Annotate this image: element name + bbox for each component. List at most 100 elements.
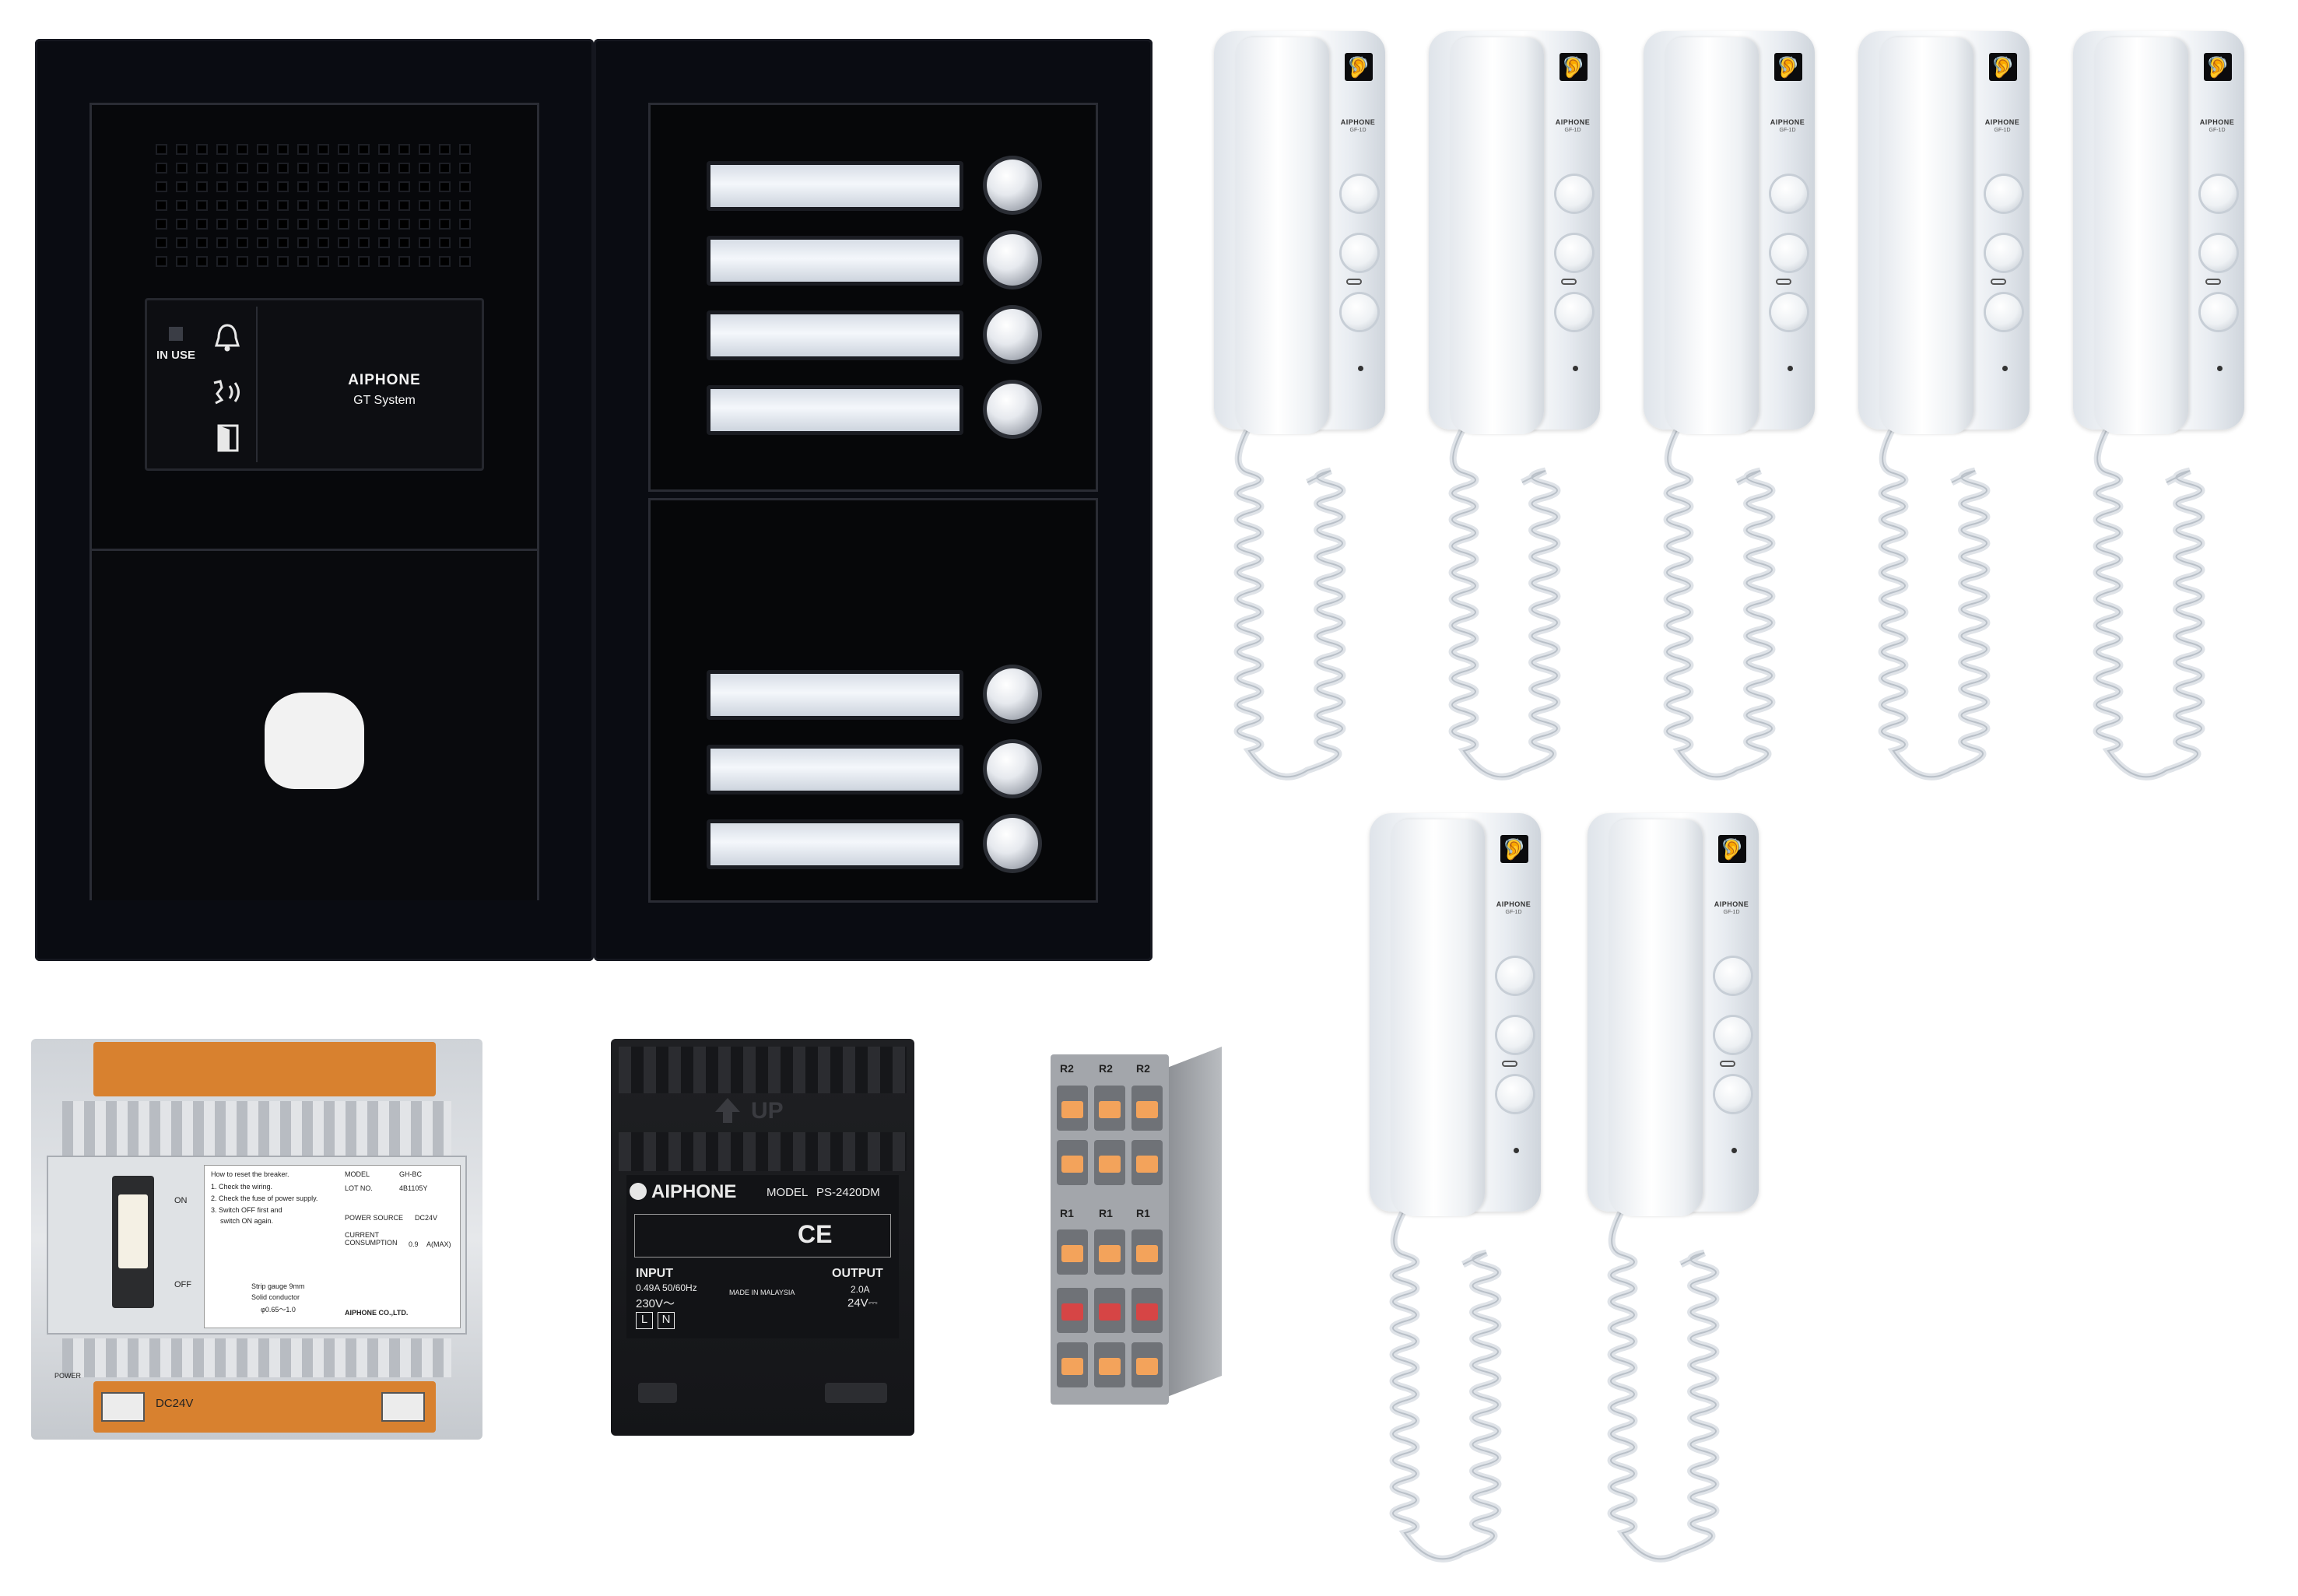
name-plate bbox=[707, 745, 963, 794]
call-button[interactable] bbox=[987, 668, 1038, 720]
handset-function-button[interactable] bbox=[1986, 235, 2022, 271]
off-label: OFF bbox=[174, 1280, 191, 1289]
controller-vents-bottom bbox=[62, 1338, 451, 1377]
handset-function-button[interactable] bbox=[1771, 235, 1807, 271]
grille-hole bbox=[439, 219, 451, 230]
terminal-lever[interactable] bbox=[1131, 1342, 1163, 1387]
grille-hole bbox=[338, 200, 349, 211]
key-icon bbox=[1720, 1061, 1735, 1067]
terminal-lever-tab[interactable] bbox=[1061, 1245, 1083, 1262]
terminal-lever-tab[interactable] bbox=[1061, 1303, 1083, 1321]
handset-function-button[interactable] bbox=[1986, 176, 2022, 212]
ps-input-voltage: 230V～ bbox=[636, 1297, 675, 1310]
terminal-lever[interactable] bbox=[1057, 1288, 1088, 1333]
handset-function-button[interactable] bbox=[1342, 176, 1377, 212]
handset-function-button[interactable] bbox=[1771, 294, 1807, 330]
grille-hole bbox=[257, 256, 268, 267]
key-icon bbox=[1561, 279, 1577, 285]
terminal-lever-tab[interactable] bbox=[1099, 1245, 1121, 1262]
terminal-lever[interactable] bbox=[1094, 1288, 1125, 1333]
handset-function-button[interactable] bbox=[2201, 294, 2237, 330]
handset-brand: AIPHONE bbox=[1770, 118, 1805, 126]
terminal-lever[interactable] bbox=[1131, 1288, 1163, 1333]
terminal-lever-tab[interactable] bbox=[1099, 1156, 1121, 1173]
terminal-lever-tab[interactable] bbox=[1099, 1358, 1121, 1375]
handset-function-button[interactable] bbox=[1497, 1076, 1533, 1112]
terminal-lever[interactable] bbox=[1131, 1229, 1163, 1275]
handset-receiver[interactable] bbox=[1451, 37, 1544, 434]
handset-receiver[interactable] bbox=[1391, 819, 1485, 1216]
handset-receiver[interactable] bbox=[1236, 37, 1329, 434]
terminal-lever-tab[interactable] bbox=[1061, 1358, 1083, 1375]
breaker-toggle[interactable] bbox=[118, 1194, 148, 1268]
grille-hole bbox=[176, 219, 188, 230]
grille-hole bbox=[378, 144, 390, 155]
terminal-lever[interactable] bbox=[1094, 1342, 1125, 1387]
terminal-lever-tab[interactable] bbox=[1099, 1101, 1121, 1118]
terminal-block-unit: R2 R2 R2 R1 R1 R1 bbox=[1051, 1031, 1237, 1412]
ce-mark: CE bbox=[798, 1220, 833, 1248]
terminal-lever-tab[interactable] bbox=[1136, 1358, 1158, 1375]
call-button[interactable] bbox=[987, 384, 1038, 435]
handset-function-button[interactable] bbox=[1556, 294, 1592, 330]
terminal-lever[interactable] bbox=[1057, 1229, 1088, 1275]
call-button[interactable] bbox=[987, 234, 1038, 286]
call-button[interactable] bbox=[987, 309, 1038, 360]
terminal-lever[interactable] bbox=[1094, 1229, 1125, 1275]
terminal-lever-tab[interactable] bbox=[1061, 1156, 1083, 1173]
grille-hole bbox=[237, 163, 248, 174]
handset-function-button[interactable] bbox=[1497, 958, 1533, 994]
grille-hole bbox=[237, 200, 248, 211]
terminal-lever[interactable] bbox=[1094, 1086, 1125, 1131]
grille-hole bbox=[358, 237, 370, 248]
handset-function-button[interactable] bbox=[2201, 235, 2237, 271]
handset-function-button[interactable] bbox=[1715, 958, 1751, 994]
handset-function-button[interactable] bbox=[1715, 1076, 1751, 1112]
terminal-lever[interactable] bbox=[1057, 1086, 1088, 1131]
system-name-label: GT System bbox=[353, 394, 416, 407]
grille-hole bbox=[237, 144, 248, 155]
hearing-loop-icon: 🦻 bbox=[1774, 53, 1802, 81]
handset-receiver[interactable] bbox=[1609, 819, 1703, 1216]
grille-hole bbox=[419, 219, 430, 230]
call-button[interactable] bbox=[987, 743, 1038, 794]
handset-function-button[interactable] bbox=[1771, 176, 1807, 212]
ps-bottom-terminals bbox=[626, 1373, 899, 1420]
handset-function-button[interactable] bbox=[1342, 294, 1377, 330]
terminal-lever[interactable] bbox=[1094, 1140, 1125, 1185]
grille-hole bbox=[338, 181, 349, 192]
terminal-lever[interactable] bbox=[1057, 1140, 1088, 1185]
terminal-lever-tab[interactable] bbox=[1136, 1245, 1158, 1262]
grille-hole bbox=[216, 256, 228, 267]
breaker-switch[interactable] bbox=[112, 1176, 154, 1308]
terminal-lever-tab[interactable] bbox=[1136, 1156, 1158, 1173]
name-plate bbox=[707, 310, 963, 360]
grille-hole bbox=[216, 163, 228, 174]
handset-function-button[interactable] bbox=[1986, 294, 2022, 330]
handset-function-button[interactable] bbox=[1342, 235, 1377, 271]
handset-function-button[interactable] bbox=[1556, 176, 1592, 212]
handset-receiver[interactable] bbox=[1665, 37, 1759, 434]
handset-receiver[interactable] bbox=[2095, 37, 2188, 434]
info-window: IN USE AIPHONE GT System bbox=[145, 298, 484, 471]
controller-vents-top bbox=[62, 1101, 451, 1156]
grille-hole bbox=[277, 237, 289, 248]
handset-function-button[interactable] bbox=[1556, 235, 1592, 271]
grille-hole bbox=[156, 256, 167, 267]
handset-function-button[interactable] bbox=[1715, 1017, 1751, 1053]
handset-function-button[interactable] bbox=[2201, 176, 2237, 212]
terminal-lever[interactable] bbox=[1131, 1086, 1163, 1131]
terminal-lever-tab[interactable] bbox=[1136, 1303, 1158, 1321]
on-label: ON bbox=[174, 1196, 188, 1205]
handset-function-button[interactable] bbox=[1497, 1017, 1533, 1053]
call-button[interactable] bbox=[987, 160, 1038, 211]
coiled-cord bbox=[1448, 418, 1561, 780]
handset-receiver[interactable] bbox=[1880, 37, 1973, 434]
call-button[interactable] bbox=[987, 818, 1038, 869]
terminal-lever[interactable] bbox=[1131, 1140, 1163, 1185]
terminal-lever-tab[interactable] bbox=[1099, 1303, 1121, 1321]
terminal-lever-tab[interactable] bbox=[1061, 1101, 1083, 1118]
terminal-lever[interactable] bbox=[1057, 1342, 1088, 1387]
terminal-lever-tab[interactable] bbox=[1136, 1101, 1158, 1118]
